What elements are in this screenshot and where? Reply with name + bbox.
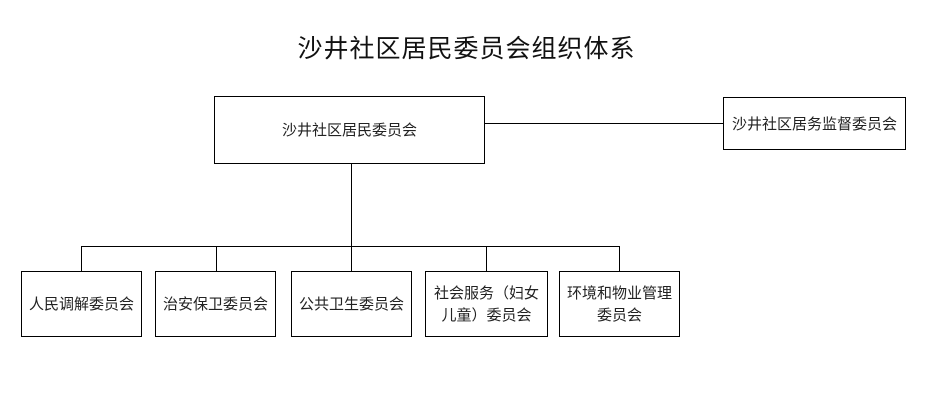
node-mediation-committee[interactable]: 人民调解委员会	[21, 271, 142, 337]
connector-stub-mediation	[81, 246, 82, 271]
node-public-health-committee[interactable]: 公共卫生委员会	[291, 271, 412, 337]
page-title: 沙井社区居民委员会组织体系	[297, 34, 636, 63]
connector-root-to-supervisory	[485, 123, 723, 124]
node-social-service-committee-label: 社会服务（妇女 儿童）委员会	[433, 284, 539, 324]
node-social-service-committee[interactable]: 社会服务（妇女 儿童）委员会	[425, 271, 548, 337]
node-supervisory-committee-label: 沙井社区居务监督委员会	[731, 114, 897, 133]
connector-stub-environment	[619, 246, 620, 271]
node-security-committee[interactable]: 治安保卫委员会	[155, 271, 276, 337]
connector-stub-security	[216, 246, 217, 271]
node-environment-property-committee-label: 环境和物业管理 委员会	[566, 284, 672, 324]
node-security-committee-label: 治安保卫委员会	[162, 295, 268, 313]
node-mediation-committee-label: 人民调解委员会	[28, 295, 134, 313]
node-public-health-committee-label: 公共卫生委员会	[298, 295, 404, 313]
connector-stub-health	[351, 246, 352, 271]
node-environment-property-committee[interactable]: 环境和物业管理 委员会	[559, 271, 680, 337]
node-root-label: 沙井社区居民委员会	[281, 121, 417, 139]
connector-root-trunk	[351, 164, 352, 247]
node-root[interactable]: 沙井社区居民委员会	[214, 96, 485, 164]
connector-stub-social-service	[486, 246, 487, 271]
connector-horizontal-bus	[81, 246, 620, 247]
node-supervisory-committee[interactable]: 沙井社区居务监督委员会	[723, 97, 906, 150]
